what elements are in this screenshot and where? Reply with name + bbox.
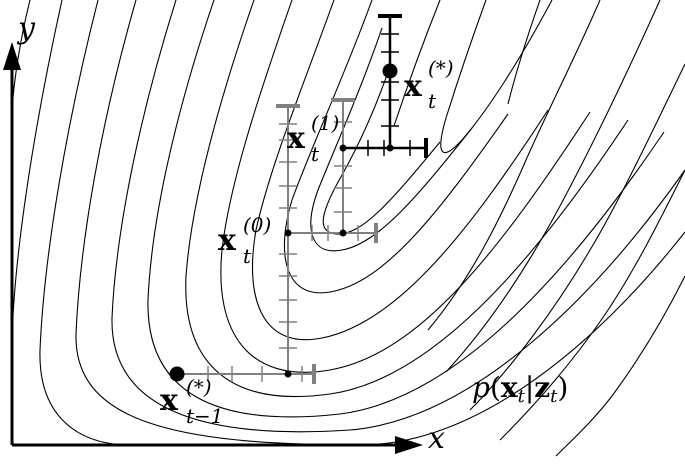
label-x-t-0-sup: (0)	[243, 213, 272, 237]
likelihood-close: )	[557, 371, 569, 404]
label-x-t-minus-1-star-sub: t−1	[186, 404, 224, 428]
label-x-t-1-sub: t	[311, 142, 320, 166]
x-axis-arrowhead	[395, 436, 423, 454]
likelihood-p: p	[472, 371, 490, 404]
contour-line-5	[220, 0, 591, 373]
y-axis-label: y	[18, 11, 35, 46]
contour-line-2	[310, 27, 473, 252]
y-axis-arrowhead	[3, 42, 21, 70]
point-x-t-minus-1-star	[169, 366, 185, 382]
likelihood-contours	[11, 0, 685, 457]
likelihood-label: p(xt|zt)	[472, 374, 568, 406]
contour-line-16	[427, 0, 601, 331]
search-points	[169, 63, 398, 382]
contour-line-4	[251, 0, 549, 341]
path-step0-horizontal	[178, 366, 316, 382]
axes	[3, 42, 423, 454]
label-x-t-1-base: x	[287, 121, 305, 156]
contour-line-17	[445, 0, 661, 373]
point-step0-end	[284, 370, 292, 378]
contour-line-10	[39, 0, 131, 446]
label-x-t-minus-1-star-base: x	[160, 383, 178, 418]
path-step2-horizontal	[343, 140, 428, 156]
contour-line-6	[185, 0, 629, 398]
contour-line-9	[75, 0, 685, 446]
label-x-t-star-base: x	[404, 69, 422, 104]
label-x-t-1-sup: (1)	[311, 111, 340, 135]
label-x-t-minus-1-star-sup: (*)	[186, 375, 212, 399]
contour-line-14	[440, 0, 553, 154]
path-step2-vertical	[381, 16, 399, 148]
label-x-t-0-base: x	[218, 223, 236, 258]
contour-line-15	[507, 0, 541, 105]
contour-line-8	[111, 0, 685, 433]
likelihood-z-sub: t	[550, 386, 558, 407]
label-x-t-0-sub: t	[243, 244, 252, 268]
contour-line-20	[555, 275, 685, 457]
likelihood-bar: |	[524, 371, 535, 404]
likelihood-z: z	[534, 371, 551, 404]
contour-line-19	[499, 169, 685, 441]
label-x-t-star-sub: t	[428, 89, 437, 113]
contour-line-18	[469, 63, 685, 411]
path-step1-horizontal	[288, 225, 378, 241]
contour-line-11	[11, 0, 63, 341]
point-x-t-1	[339, 144, 347, 152]
search-paths	[178, 14, 428, 384]
point-step1-mid	[339, 229, 347, 237]
contour-line-13	[393, 0, 441, 127]
point-x-t-0	[284, 229, 292, 237]
path-step1-vertical	[334, 100, 352, 233]
contour-line-7	[147, 0, 665, 418]
point-step2-mid	[386, 144, 394, 152]
x-axis-label: x	[428, 421, 445, 456]
path-step0-vertical	[279, 106, 297, 374]
likelihood-open: (	[489, 371, 501, 404]
contour-line-1	[322, 71, 441, 235]
point-x-t-star	[382, 63, 398, 79]
likelihood-x-sub: t	[517, 386, 525, 407]
label-x-t-star-sup: (*)	[428, 56, 454, 80]
likelihood-x: x	[500, 371, 518, 404]
